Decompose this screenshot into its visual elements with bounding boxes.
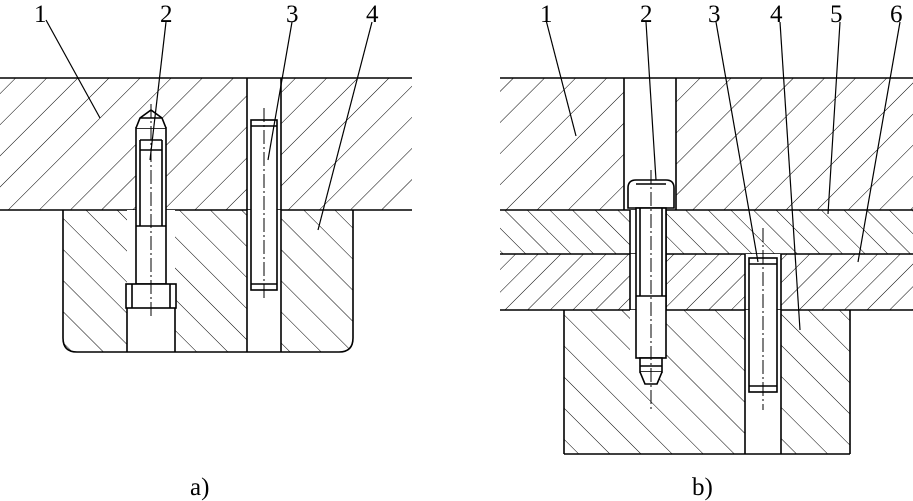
a-label-3: 3 [286, 1, 299, 28]
a-label-1: 1 [34, 1, 47, 28]
b-label-5: 5 [830, 1, 843, 28]
b-label-1: 1 [540, 1, 553, 28]
b-label-3: 3 [708, 1, 721, 28]
b-pin [748, 228, 778, 410]
b-leaders [545, 19, 901, 331]
a-leaders [45, 19, 373, 231]
b-label-4: 4 [770, 1, 783, 28]
b-screw [627, 170, 675, 412]
a-pin [250, 108, 278, 300]
a-top-plate [0, 77, 412, 211]
b-label-2: 2 [640, 1, 653, 28]
b-middle-plate [500, 210, 913, 255]
a-caption: a) [190, 474, 209, 501]
b-label-6: 6 [890, 1, 903, 28]
a-label-2: 2 [160, 1, 173, 28]
diagram-b [500, 19, 913, 455]
diagram-a [0, 19, 412, 353]
a-label-4: 4 [366, 1, 379, 28]
a-lower-block [62, 210, 354, 353]
b-caption: b) [692, 474, 713, 501]
b-top-plate [500, 77, 913, 211]
b-lower-plate [500, 254, 913, 311]
